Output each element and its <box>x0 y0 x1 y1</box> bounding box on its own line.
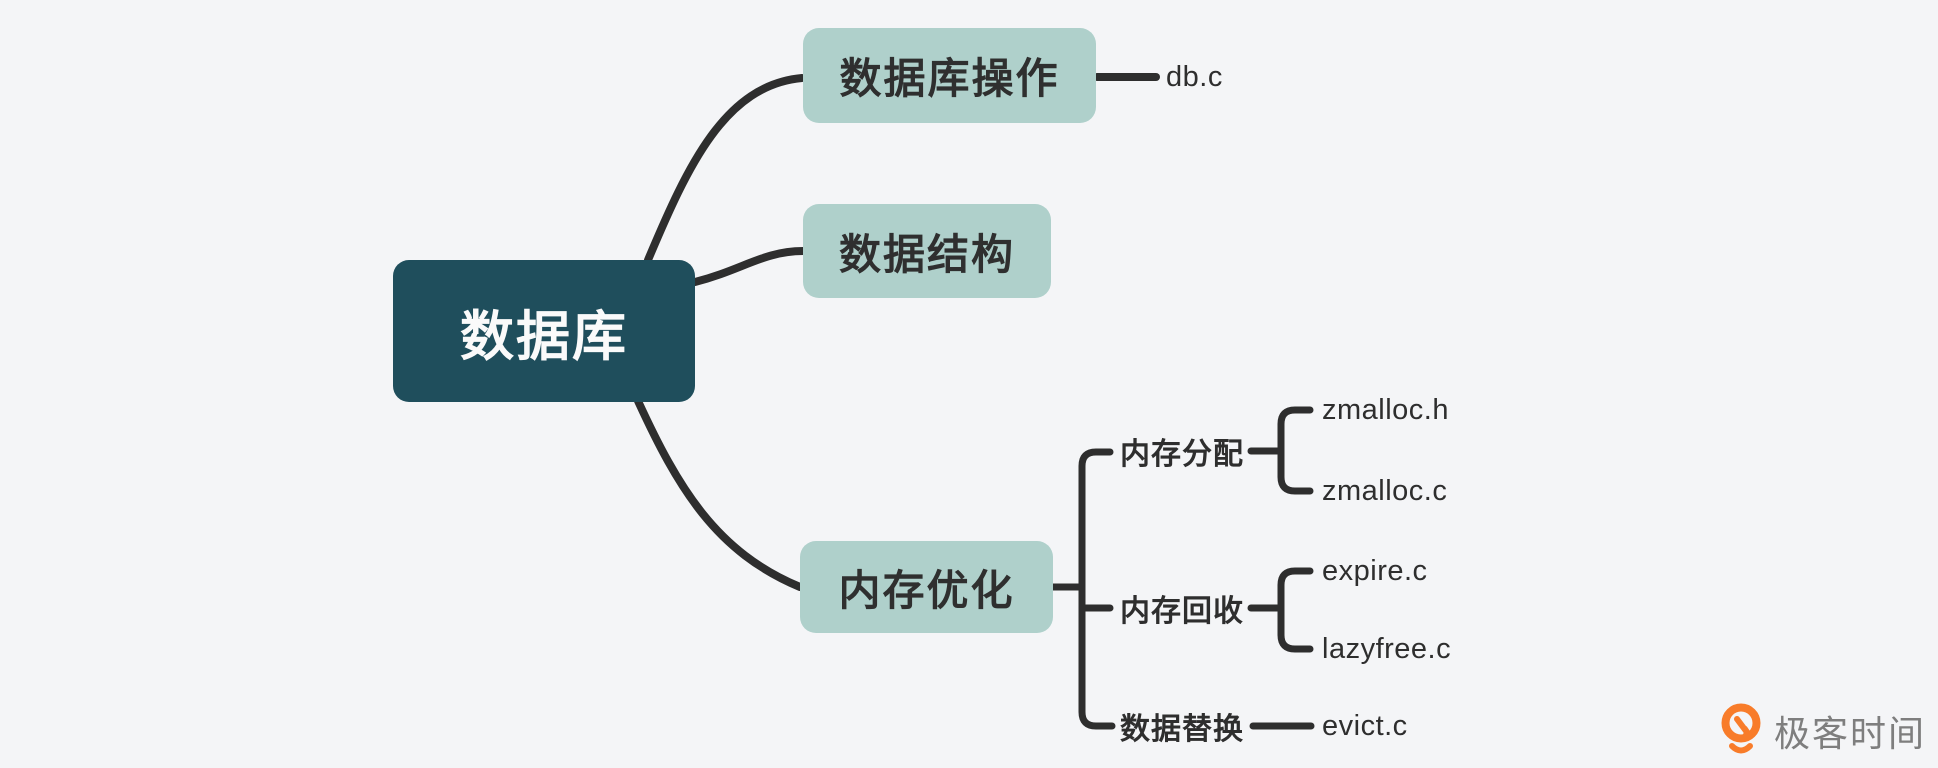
geektime-logo-icon <box>1721 703 1761 754</box>
twig-data-replacement-label: 数据替换 <box>1120 713 1244 746</box>
edge-root-to-db-operations <box>644 74 806 264</box>
node-memory-optimization[interactable]: 内存优化 <box>800 541 1053 633</box>
edge-root-to-data-structures <box>691 247 807 286</box>
bracket-memory-allocation-files <box>1277 406 1314 495</box>
node-memory-optimization-label: 内存优化 <box>838 566 1015 614</box>
leaf-file-db-c-label: db.c <box>1166 60 1223 93</box>
node-data-structures[interactable]: 数据结构 <box>803 204 1051 298</box>
twig-memory-reclaim[interactable]: 内存回收 <box>1120 588 1244 628</box>
leaf-file-expire-c-label: expire.c <box>1322 554 1428 587</box>
node-database-operations[interactable]: 数据库操作 <box>803 28 1096 123</box>
leaf-file-zmalloc-h-label: zmalloc.h <box>1322 393 1449 426</box>
brand-watermark-text: 极客时间 <box>1774 713 1927 754</box>
twig-memory-allocation[interactable]: 内存分配 <box>1120 431 1244 471</box>
leaf-file-lazyfree-c-label: lazyfree.c <box>1322 632 1452 665</box>
leaf-file-zmalloc-c-label: zmalloc.c <box>1322 474 1448 507</box>
node-database-root[interactable]: 数据库 <box>393 260 695 402</box>
leaf-file-evict-c-label: evict.c <box>1322 709 1408 742</box>
leaf-file-expire-c[interactable]: expire.c <box>1322 551 1428 591</box>
node-database-operations-label: 数据库操作 <box>839 55 1060 102</box>
node-database-root-label: 数据库 <box>460 306 628 367</box>
leaf-file-evict-c[interactable]: evict.c <box>1322 706 1408 746</box>
node-data-structures-label: 数据结构 <box>838 230 1015 278</box>
bracket-memory-optimization-children <box>1078 448 1116 730</box>
leaf-file-zmalloc-h[interactable]: zmalloc.h <box>1322 390 1449 430</box>
edge-root-to-memory-optimization <box>634 397 804 591</box>
twig-memory-reclaim-label: 内存回收 <box>1120 595 1244 628</box>
leaf-file-zmalloc-c[interactable]: zmalloc.c <box>1322 471 1447 511</box>
brand-watermark: 极客时间 <box>1718 702 1926 760</box>
bracket-memory-reclaim-files <box>1277 567 1314 653</box>
leaf-file-db-c[interactable]: db.c <box>1166 57 1223 97</box>
twig-data-replacement[interactable]: 数据替换 <box>1120 706 1244 746</box>
twig-memory-allocation-label: 内存分配 <box>1120 438 1244 471</box>
leaf-file-lazyfree-c[interactable]: lazyfree.c <box>1322 629 1451 669</box>
